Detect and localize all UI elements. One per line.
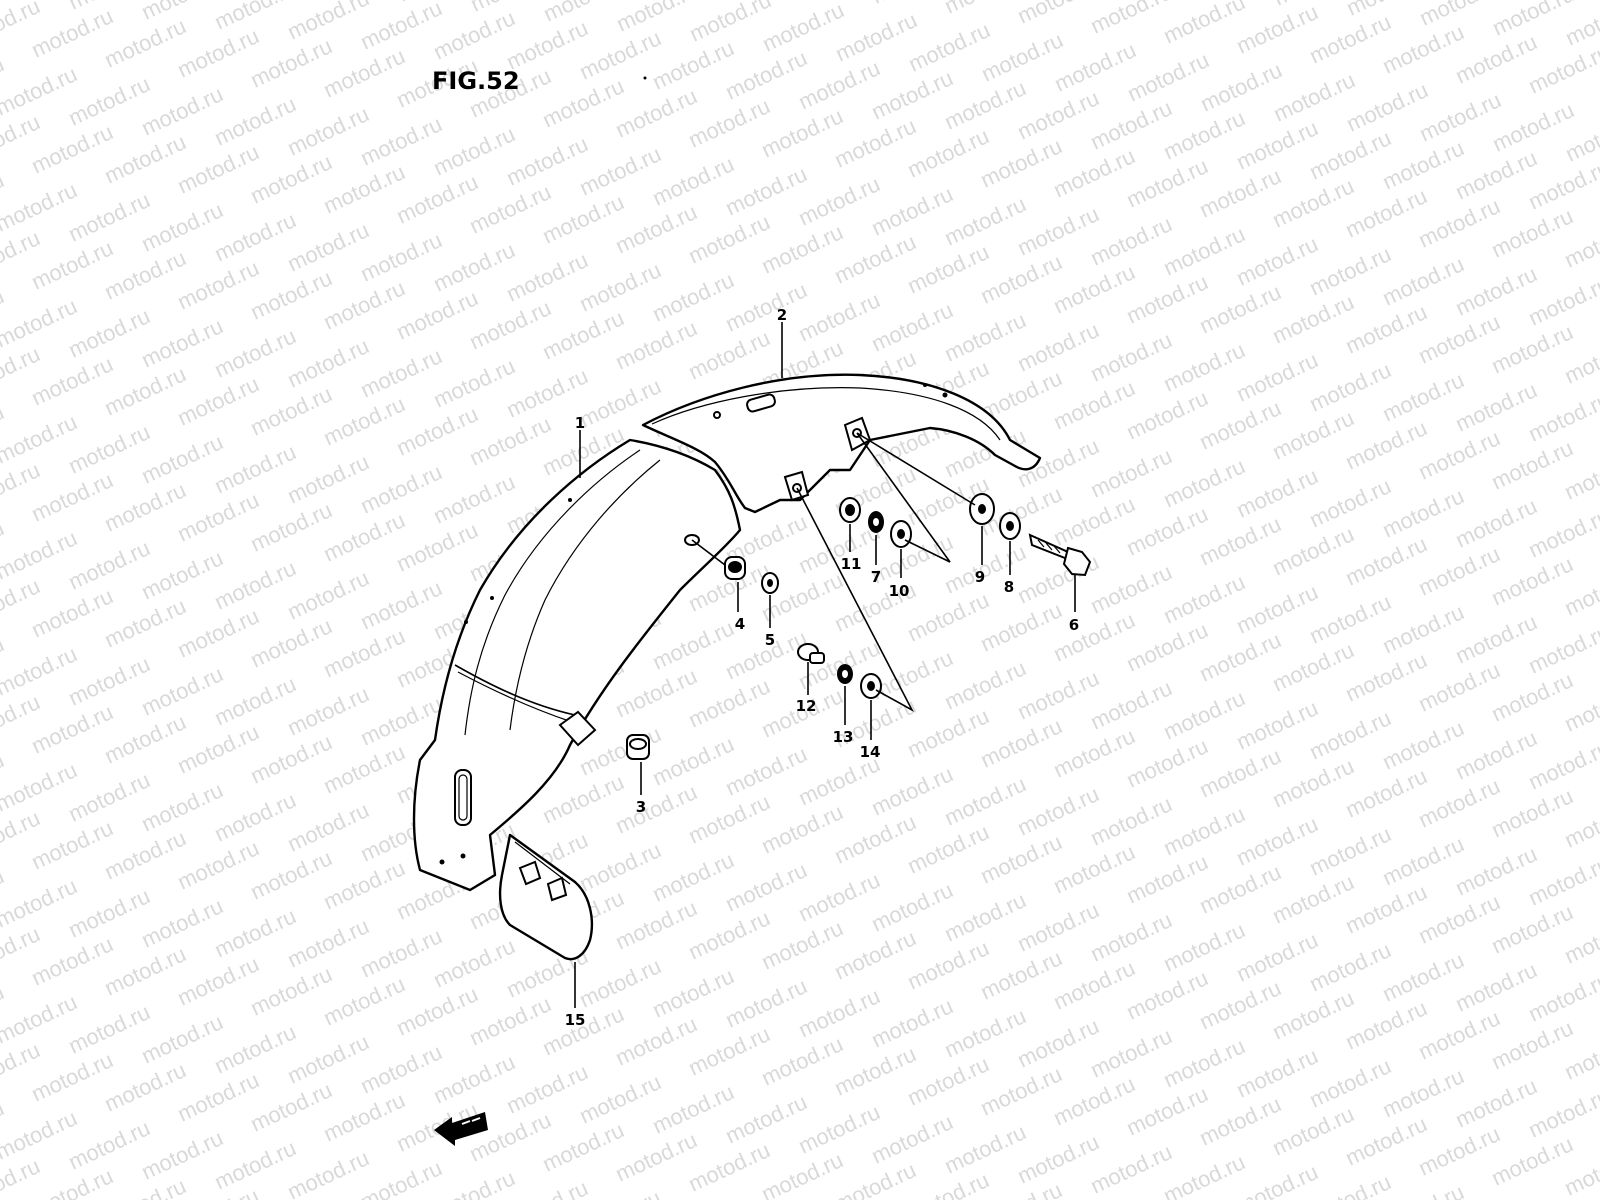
callout-13[interactable]: 13 [833,728,854,746]
front-arrow-icon [434,1112,488,1146]
callout-6[interactable]: 6 [1069,616,1079,634]
watermark-text: motod.ru [1306,1169,1395,1200]
part-14-washer[interactable] [860,673,882,699]
callout-10[interactable]: 10 [889,582,910,600]
speck [643,76,647,80]
part-2-fender-upper[interactable] [641,373,1042,514]
part-15-mud-flap[interactable] [498,833,594,961]
callout-15[interactable]: 15 [565,1011,586,1029]
part-9-washer[interactable] [969,493,995,525]
callout-5[interactable]: 5 [765,631,775,649]
callout-4[interactable]: 4 [735,615,745,633]
callout-3[interactable]: 3 [636,798,646,816]
part-13-lock-washer[interactable] [837,664,853,684]
watermark-text: motod.ru [430,1165,519,1200]
part-8-washer[interactable] [999,512,1021,540]
callout-8[interactable]: 8 [1004,578,1014,596]
figure-title: FIG.52 [432,67,520,95]
leader-lines [574,322,1076,1008]
callout-1[interactable]: 1 [575,414,585,432]
part-6-bolt[interactable] [1028,533,1092,577]
part-1-fender-main[interactable] [412,438,742,892]
part-4-grommet[interactable] [724,556,746,580]
assembly-guide-lines [691,432,976,712]
part-11-nut[interactable] [839,497,861,523]
callout-2[interactable]: 2 [777,306,787,324]
callout-9[interactable]: 9 [975,568,985,586]
callout-11[interactable]: 11 [841,555,862,573]
part-5-washer[interactable] [761,572,779,594]
watermark-text: motod.ru [1233,1159,1322,1200]
callout-14[interactable]: 14 [860,743,881,761]
part-10-washer[interactable] [890,520,912,548]
callout-7[interactable]: 7 [871,568,881,586]
callouts: 1 2 3 4 5 6 7 8 9 10 11 12 13 14 15 [565,306,1080,1029]
part-7-lock-washer[interactable] [868,511,884,533]
part-12-bolt[interactable] [797,643,825,664]
part-3-spacer[interactable] [626,734,650,760]
callout-12[interactable]: 12 [796,697,817,715]
